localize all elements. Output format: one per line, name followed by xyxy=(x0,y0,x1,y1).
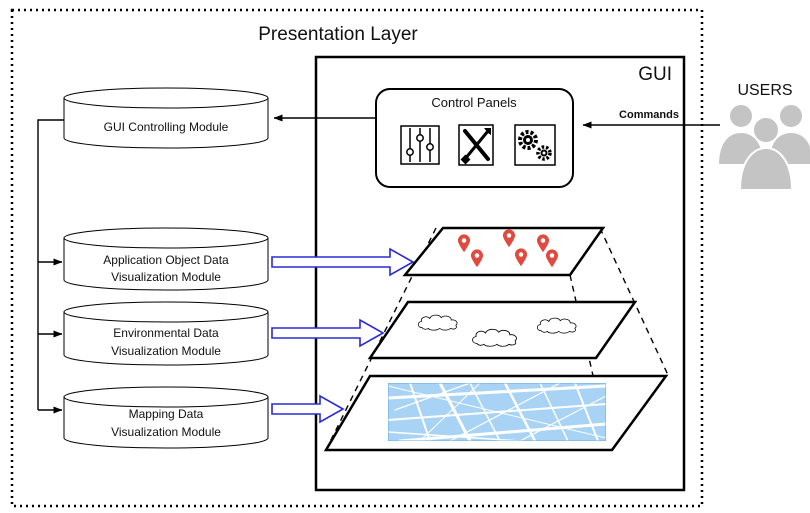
presentation-layer-title: Presentation Layer xyxy=(258,24,418,45)
sliders-icon xyxy=(400,125,440,165)
users-icon xyxy=(716,103,810,191)
clouds-layer xyxy=(367,300,638,360)
gui-label: GUI xyxy=(638,64,672,85)
environmental-module: Environmental Data Visualization Module xyxy=(63,301,269,366)
control-panels-title: Control Panels xyxy=(431,95,517,110)
users-label: USERS xyxy=(737,82,792,99)
environmental-module-line1: Environmental Data xyxy=(113,326,219,340)
hollow-arrow-environmental xyxy=(271,318,385,348)
map-pins-layer xyxy=(402,226,606,277)
mapping-module: Mapping Data Visualization Module xyxy=(63,386,269,449)
tools-icon xyxy=(458,124,494,166)
hollow-arrow-app-object xyxy=(271,247,415,277)
module-connector-bracket xyxy=(37,119,64,414)
gui-box xyxy=(314,55,686,492)
gears-icon xyxy=(514,124,556,166)
control-panels-box: Control Panels xyxy=(375,88,574,188)
mapping-module-line2: Visualization Module xyxy=(111,425,221,439)
presentation-layer-frame xyxy=(10,8,704,508)
application-object-module-line1: Application Object Data xyxy=(103,253,229,267)
street-map-image xyxy=(388,383,606,441)
application-object-module: Application Object Data Visualization Mo… xyxy=(63,227,269,291)
environmental-module-line2: Visualization Module xyxy=(111,344,221,358)
hollow-arrow-mapping xyxy=(271,394,345,424)
commands-label: Commands xyxy=(619,109,679,121)
gui-controlling-module-label: GUI Controlling Module xyxy=(104,120,229,134)
street-map-layer xyxy=(323,374,669,452)
mapping-module-line1: Mapping Data xyxy=(129,407,204,421)
gui-controlling-module: GUI Controlling Module xyxy=(63,87,269,149)
application-object-module-line2: Visualization Module xyxy=(111,270,221,284)
